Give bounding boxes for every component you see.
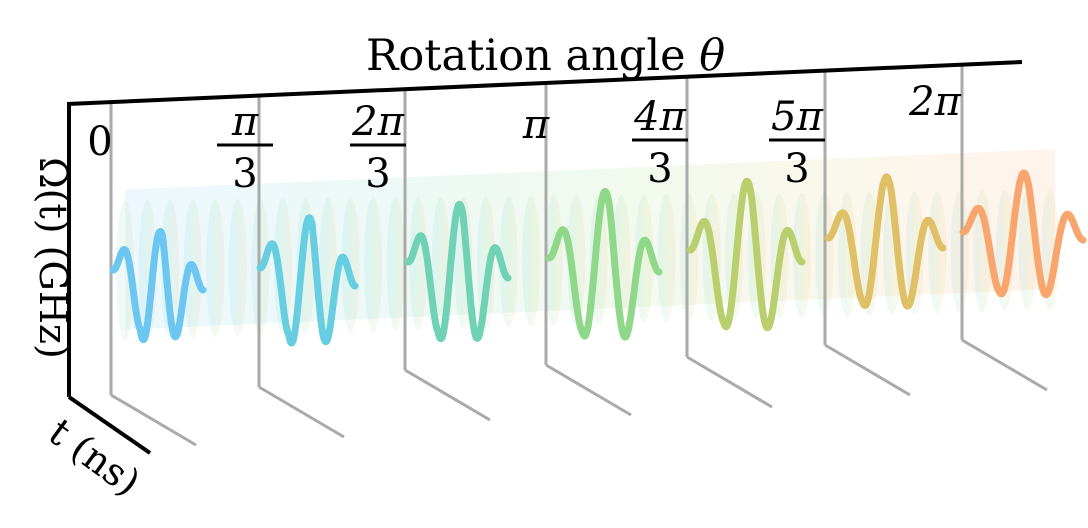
frame-depth-line (961, 338, 1048, 392)
pulse-curve-6 (959, 169, 1087, 299)
pulse-curves (109, 169, 1087, 347)
depth-axis-label: t (ns) (41, 410, 149, 505)
top-axis-label-text: Rotation angle (366, 31, 699, 81)
top-axis-line (66, 60, 1023, 106)
frame-depth-line (110, 393, 197, 447)
frame-depth-line (824, 343, 911, 397)
angle-labels: 0 π 3 2π 3 π 4π 3 5π 3 2π (87, 79, 961, 197)
pulse-curve-5 (824, 173, 947, 310)
frame-depth-line (545, 363, 632, 417)
pulse-curve-2 (404, 200, 512, 343)
vertical-axis-label: Ω(t) (GHz) (31, 157, 75, 359)
theta-symbol: θ (699, 31, 725, 81)
pulse-curve-4 (686, 177, 806, 332)
top-axis-label: Rotation angle θ (366, 31, 725, 81)
frame-depth-line (686, 355, 773, 409)
angle-label: 0 (87, 119, 112, 165)
angle-label-denominator: 3 (365, 151, 390, 197)
depth-axis-line (67, 395, 152, 455)
angle-label: π (522, 102, 550, 148)
frame-depth-line (404, 368, 491, 422)
angle-label-numerator: 2π (351, 99, 404, 145)
angle-label-numerator: 4π (633, 94, 686, 140)
frame-axes (109, 65, 1048, 447)
angle-label-numerator: π (231, 99, 259, 145)
angle-label-denominator: 3 (232, 151, 257, 197)
angle-label-denominator: 3 (647, 146, 672, 192)
angle-label-numerator: 5π (771, 94, 823, 140)
pulse-curve-0 (109, 227, 207, 344)
frame-depth-line (258, 385, 345, 439)
pulse-curve-3 (545, 188, 663, 341)
pulse-curve-1 (256, 214, 359, 347)
angle-label: 2π (908, 79, 961, 125)
angle-label-denominator: 3 (784, 146, 809, 192)
